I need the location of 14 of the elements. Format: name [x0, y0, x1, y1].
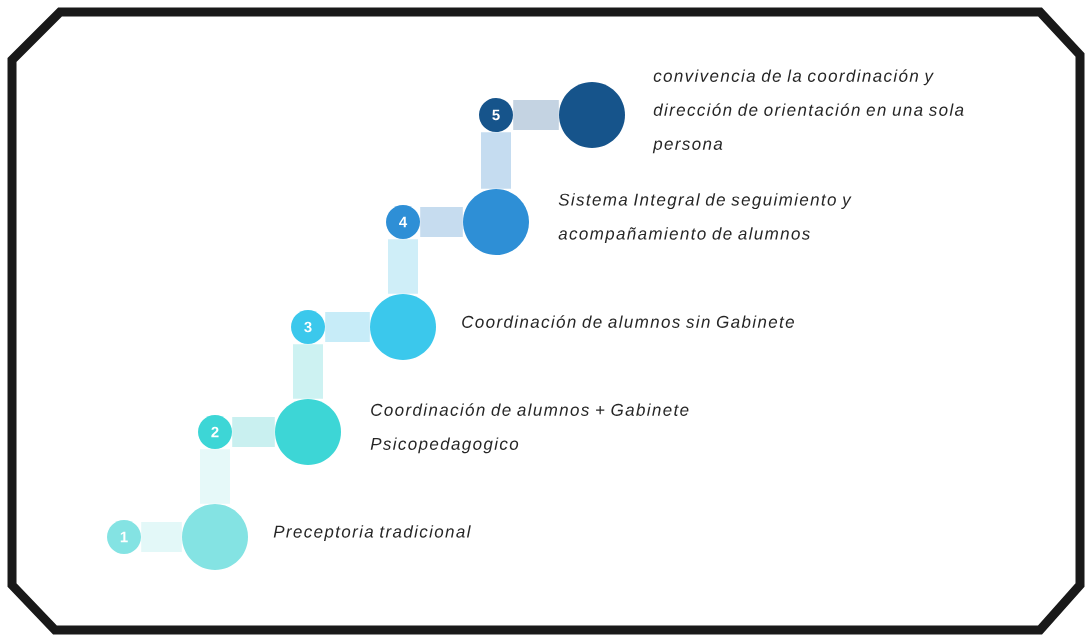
connector-bar	[420, 207, 463, 237]
connector-bar	[200, 449, 230, 504]
connector-bar	[513, 100, 559, 130]
connector-bar	[232, 417, 275, 447]
connector-bar	[325, 312, 370, 342]
step-description: Preceptoria tradicional	[273, 525, 471, 542]
connector-bar	[141, 522, 182, 552]
step-description: Coordinación de alumnos sin Gabinete	[462, 315, 794, 328]
step-description: convivencia de la coordinación y dirección de orientación en una sola persona	[652, 69, 964, 154]
step-description: Coordinación de alumnos + Gabinete Psicopedagogico	[370, 403, 689, 454]
connector-bar	[293, 344, 323, 399]
connector-bar	[481, 132, 511, 189]
connector-bar	[388, 239, 418, 294]
step-description: Sistema Integral de seguimiento y acompañamiento de alumnos	[558, 193, 852, 244]
